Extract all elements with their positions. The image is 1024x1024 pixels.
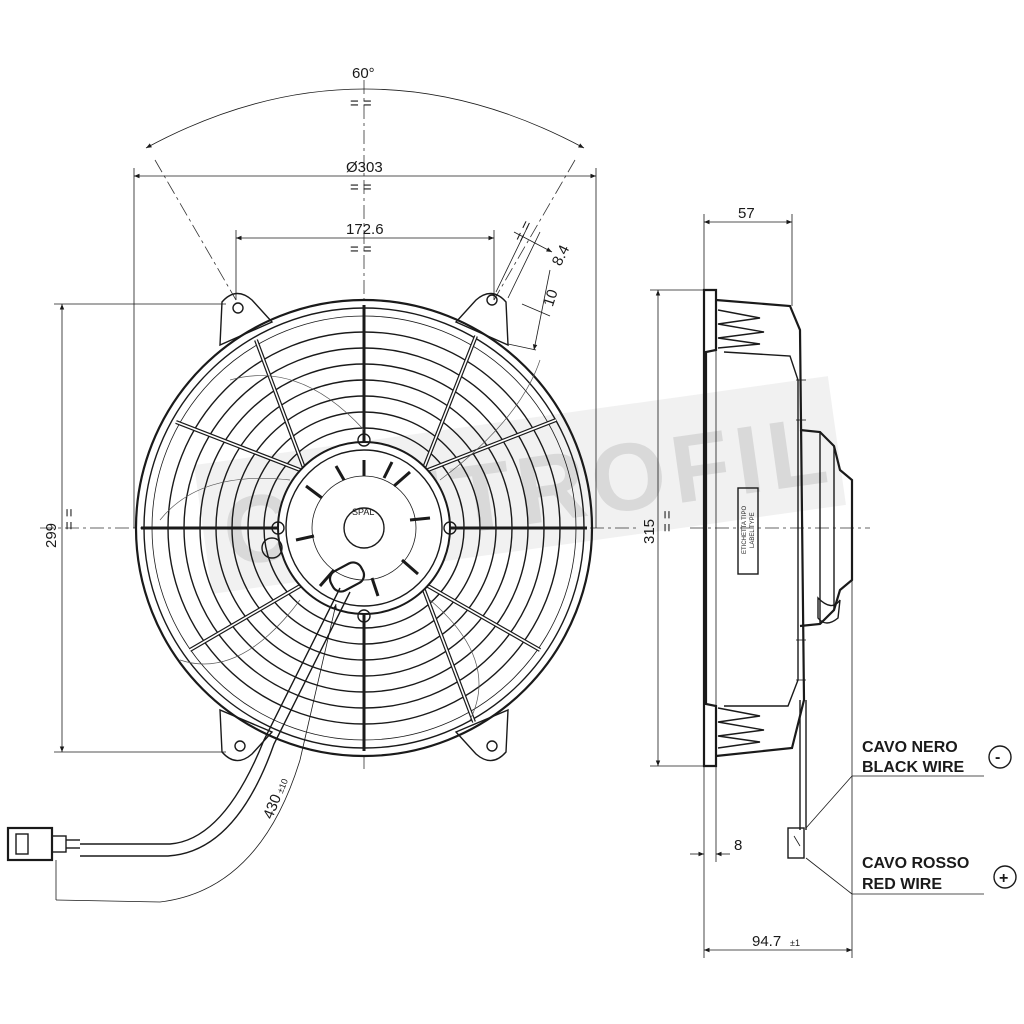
red-wire-label-en: RED WIRE <box>862 876 942 893</box>
dimension-depth-top-label: 57 <box>738 205 755 222</box>
front-view: SPAL 60° = = <box>6 65 640 903</box>
svg-text:= =: = = <box>350 179 372 196</box>
hub-screw-top <box>357 433 371 447</box>
callout-red-wire: CAVO ROSSO RED WIRE + <box>805 855 1017 895</box>
mounting-lug-top-right <box>454 292 509 347</box>
dimension-height-front: 299 = = <box>43 303 226 753</box>
callout-black-wire: CAVO NERO BLACK WIRE - <box>805 739 1012 829</box>
power-cable <box>6 587 351 862</box>
dimension-flange-offset-label: 8 <box>734 837 742 854</box>
dimension-height-side-label: 315 <box>641 519 658 544</box>
dimension-total-depth-label: 94.7 <box>752 933 781 950</box>
dimension-diameter: Ø303 = = <box>133 159 597 528</box>
positive-terminal-icon <box>993 865 1017 889</box>
hub-screw-bottom <box>357 609 371 623</box>
dimension-slot-offset-label: 10 <box>540 287 561 308</box>
black-wire-sign: - <box>995 749 1000 766</box>
label-plate <box>737 487 759 575</box>
motor-hub: SPAL <box>261 433 457 623</box>
cable-gland <box>328 561 366 593</box>
dimension-total-depth-tol: ±1 <box>790 938 800 948</box>
dimension-cable-length-tol: ±10 <box>275 777 290 795</box>
black-wire-label-en: BLACK WIRE <box>862 759 965 776</box>
side-view: ETICHETTA TIPO LABEL TYPE 57 315 = = <box>641 205 1017 958</box>
mounting-lug-top-left <box>219 292 274 347</box>
hub-brand-text: SPAL <box>352 507 374 517</box>
label-plate-line2: LABEL TYPE <box>750 512 756 548</box>
dimension-bolt-spacing: 172.6 = = <box>235 221 495 300</box>
svg-text:= =: = = <box>511 218 536 245</box>
black-wire-label-it: CAVO NERO <box>862 739 958 756</box>
dimension-flange-offset: 8 <box>690 766 742 862</box>
dimension-slot-width-label: 8.4 <box>549 242 573 268</box>
side-motor <box>799 428 854 628</box>
dimension-angle-label: 60° <box>352 65 375 82</box>
label-plate-line1: ETICHETTA TIPO <box>742 506 748 554</box>
negative-terminal-icon <box>988 745 1012 769</box>
fan-blades <box>159 359 541 721</box>
dimension-bolt-spacing-label: 172.6 <box>346 221 384 238</box>
hub-screw-left <box>271 521 285 535</box>
red-wire-sign: + <box>999 870 1008 887</box>
dimension-height-side: 315 = = <box>641 289 704 767</box>
red-wire-label-it: CAVO ROSSO <box>862 855 969 872</box>
svg-text:= =: = = <box>659 510 676 532</box>
dimension-slot-offset: 10 <box>507 269 562 351</box>
fan-shroud-outer <box>134 298 594 758</box>
side-connector <box>787 827 805 859</box>
dimension-depth-top: 57 <box>703 205 793 306</box>
svg-text:= =: = = <box>350 95 372 112</box>
dimension-angle: 60° = = <box>145 65 585 149</box>
connector-plug <box>6 826 54 862</box>
svg-text:= =: = = <box>61 508 78 530</box>
hub-screw-right <box>443 521 457 535</box>
mounting-lug-bottom-right <box>454 708 509 762</box>
dimension-diameter-label: Ø303 <box>346 159 383 176</box>
mounting-lug-bottom-left <box>219 708 274 762</box>
side-shroud <box>715 298 806 758</box>
svg-text:= =: = = <box>350 241 372 258</box>
dimension-height-front-label: 299 <box>43 523 60 548</box>
dimension-total-depth: 94.7 ±1 <box>703 580 853 958</box>
dimension-cable-length-label: 430 <box>260 792 285 822</box>
